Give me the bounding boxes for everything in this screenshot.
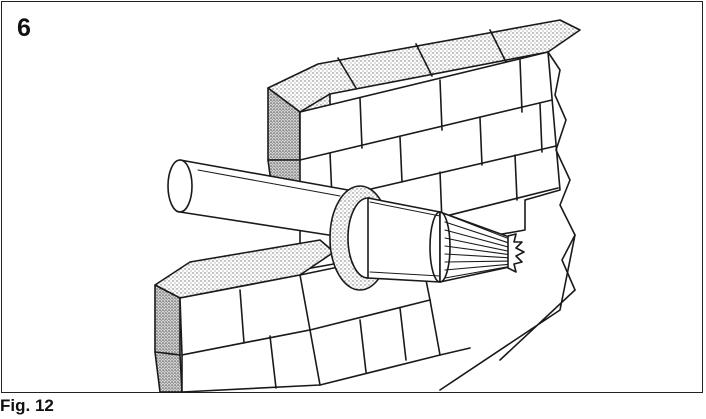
step-number: 6 xyxy=(17,14,31,42)
terminal-end-cap xyxy=(507,233,525,273)
figure-caption: Fig. 12 xyxy=(0,396,54,415)
lower-cut-face xyxy=(154,284,181,356)
flue-pipe-front xyxy=(367,197,441,283)
figure-frame xyxy=(1,1,703,393)
